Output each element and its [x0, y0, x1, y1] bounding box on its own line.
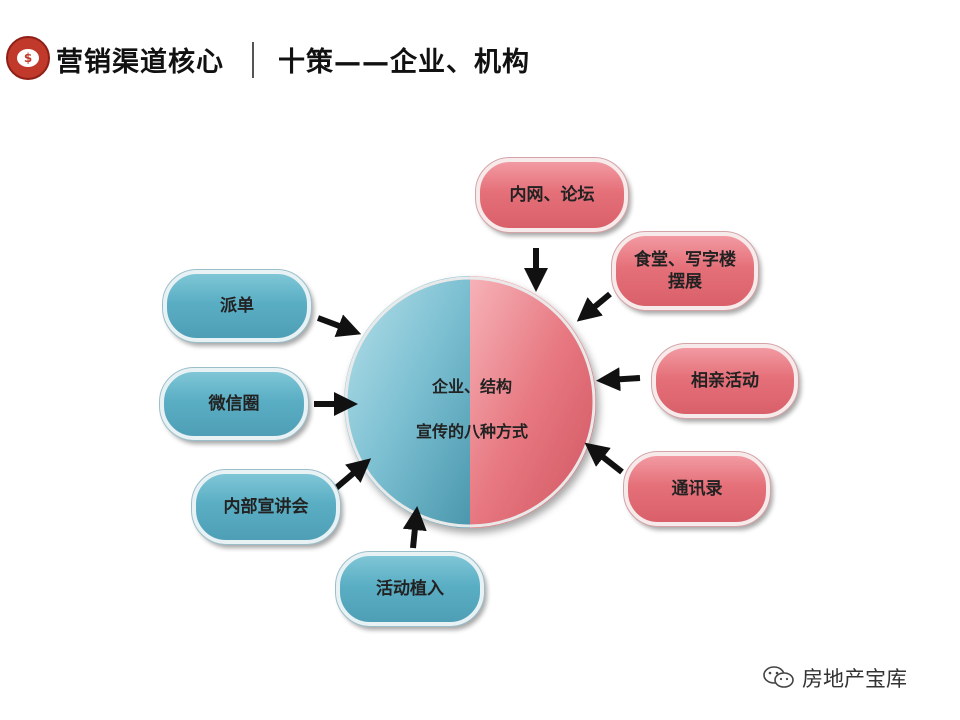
watermark-text: 房地产宝库 — [802, 667, 907, 691]
arrows — [314, 248, 641, 549]
method-label: 食堂、写字楼 摆展 — [634, 250, 736, 292]
title-divider — [252, 42, 254, 78]
watermark: 房地产宝库 — [762, 662, 942, 694]
page-subtitle: 十策——企业、机构 — [278, 47, 530, 78]
center-circle-right-half — [470, 276, 596, 528]
header: $ 营销渠道核心 十策——企业、机构 — [0, 30, 960, 90]
arrow-xiangqin — [596, 367, 641, 392]
center-circle-left-half — [344, 276, 470, 528]
method-xiangqinhuodong: 相亲活动 — [651, 343, 799, 419]
method-label: 通讯录 — [671, 479, 723, 499]
method-weixinquan: 微信圈 — [159, 367, 309, 441]
method-label: 微信圈 — [208, 394, 260, 414]
center-text-line2: 宣传的八种方式 — [415, 422, 528, 441]
method-paidan: 派单 — [162, 269, 312, 343]
center-circle — [344, 276, 596, 528]
wechat-icon — [763, 666, 794, 688]
method-label: 内网、论坛 — [509, 185, 595, 205]
method-label: 相亲活动 — [691, 371, 759, 391]
arrow-tongxunlu — [584, 442, 624, 475]
method-tongxunlu: 通讯录 — [623, 451, 771, 527]
arrow-paidan — [316, 314, 362, 338]
method-huodongzhiru: 活动植入 — [335, 551, 485, 627]
page-title: 营销渠道核心 — [56, 47, 224, 78]
method-label: 内部宣讲会 — [223, 497, 309, 517]
method-label: 活动植入 — [376, 579, 444, 599]
arrow-neibuxuanjianghui — [334, 458, 372, 491]
method-neibuxuanjianghui: 内部宣讲会 — [191, 469, 341, 545]
method-label: 派单 — [220, 296, 254, 316]
method-shitang-xiezilou-baizhan: 食堂、写字楼 摆展 — [611, 231, 759, 311]
center-text-line1: 企业、结构 — [431, 377, 512, 396]
arrow-huodongzhiru — [402, 506, 427, 549]
arrow-shitang — [576, 291, 612, 322]
money-bag-logo-icon: $ — [6, 36, 50, 80]
method-neiwang-luntan: 内网、论坛 — [475, 157, 629, 233]
logo-symbol: $ — [17, 49, 39, 67]
